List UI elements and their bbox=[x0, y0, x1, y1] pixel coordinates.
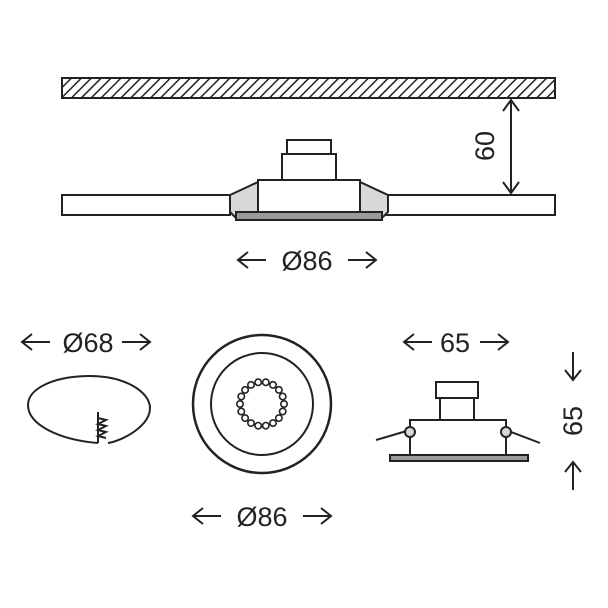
side-spring-knob-left bbox=[404, 426, 416, 438]
ceiling-panel-left bbox=[61, 194, 231, 216]
led-ring bbox=[236, 378, 288, 430]
led-dot bbox=[268, 380, 277, 389]
diameter-top-arrowhead-right-icon bbox=[365, 251, 378, 269]
front-view: Ø86 bbox=[191, 333, 333, 532]
fixture-flange bbox=[235, 211, 383, 221]
led-dot bbox=[279, 399, 288, 408]
side-spring-knob-right bbox=[500, 426, 512, 438]
fixture-neck bbox=[281, 153, 337, 181]
led-dot bbox=[268, 419, 277, 428]
depth-arrow-top-icon bbox=[502, 98, 520, 112]
depth-label: 60 bbox=[470, 131, 500, 161]
side-body bbox=[409, 419, 507, 457]
led-dot bbox=[278, 407, 287, 416]
inner-ring bbox=[210, 352, 314, 456]
led-dot bbox=[254, 378, 263, 387]
cutout-saw-icon bbox=[95, 412, 109, 443]
led-dot bbox=[274, 385, 283, 394]
diameter-bottom-arrowhead-left-icon bbox=[191, 507, 204, 525]
height-arrowhead-bottom-icon bbox=[564, 460, 582, 473]
depth-arrow-bottom-icon bbox=[502, 181, 520, 195]
width-arrowhead-right-icon bbox=[497, 333, 510, 351]
fixture-cap bbox=[286, 139, 332, 155]
led-dot bbox=[261, 378, 270, 387]
ceiling-panel-right bbox=[383, 194, 556, 216]
side-cap bbox=[435, 381, 479, 399]
diameter-bottom-label: Ø86 bbox=[236, 502, 287, 532]
width-arrowhead-left-icon bbox=[402, 333, 415, 351]
led-dot bbox=[254, 421, 263, 430]
side-flange bbox=[389, 454, 529, 462]
led-dot bbox=[237, 407, 246, 416]
width-label: 65 bbox=[440, 328, 470, 358]
led-dot bbox=[261, 421, 270, 430]
led-dot bbox=[278, 392, 287, 401]
cutout-diameter-label: Ø68 bbox=[62, 328, 113, 358]
side-neck bbox=[439, 397, 475, 421]
diameter-top-label: Ø86 bbox=[281, 246, 332, 276]
led-dot bbox=[236, 399, 245, 408]
side-view: 65 65 bbox=[375, 328, 588, 490]
led-dot bbox=[241, 414, 250, 423]
height-label: 65 bbox=[558, 406, 588, 436]
diameter-bottom-arrowhead-right-icon bbox=[320, 507, 333, 525]
led-dot bbox=[241, 385, 250, 394]
led-dot bbox=[274, 414, 283, 423]
led-dot bbox=[247, 419, 256, 428]
diameter-top-arrowhead-left-icon bbox=[236, 251, 249, 269]
cutout-arrowhead-left-icon bbox=[20, 333, 33, 351]
led-dot bbox=[247, 380, 256, 389]
height-arrowhead-top-icon bbox=[564, 369, 582, 382]
led-dot bbox=[237, 392, 246, 401]
cutout-arrowhead-right-icon bbox=[139, 333, 152, 351]
fixture-body bbox=[257, 179, 361, 216]
ceiling-slab bbox=[61, 77, 556, 99]
ceiling-section-view: 60 Ø86 bbox=[61, 77, 556, 276]
cutout-view: Ø68 bbox=[20, 328, 152, 444]
cutout-outline bbox=[26, 374, 152, 444]
